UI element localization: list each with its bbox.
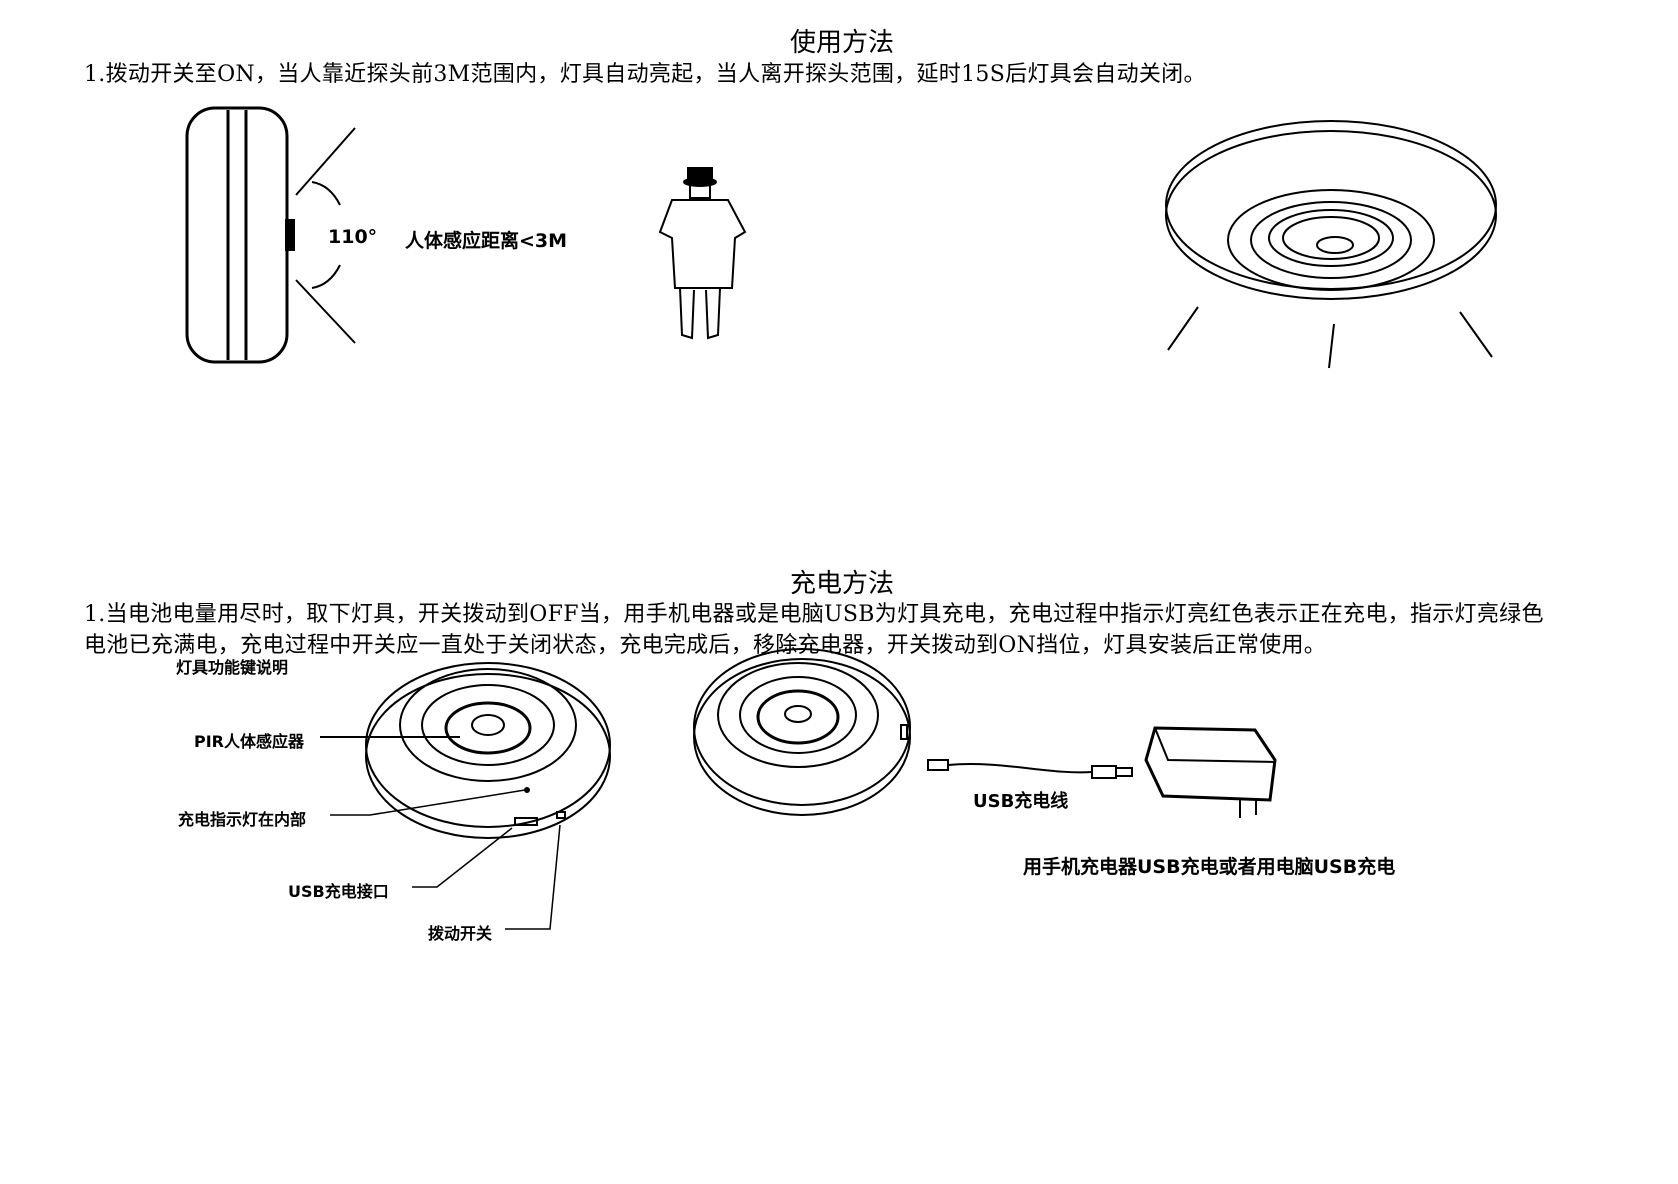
charger-note: 用手机充电器USB充电或者用电脑USB充电 <box>1023 856 1396 878</box>
lamp-side-view <box>185 106 356 364</box>
label-indicator: 充电指示灯在内部 <box>178 810 307 829</box>
angle-label: 110° <box>328 226 378 248</box>
label-switch: 拨动开关 <box>428 924 493 943</box>
usb-cable <box>927 759 1133 779</box>
diagram-title: 灯具功能键说明 <box>176 658 289 677</box>
lamp-ceiling-view <box>1165 120 1497 369</box>
label-pir: PIR人体感应器 <box>194 732 305 751</box>
usb-charger-adapter <box>1144 726 1277 818</box>
label-cable: USB充电线 <box>973 791 1069 812</box>
lamp-function-diagram <box>320 662 611 930</box>
label-usb-port: USB充电接口 <box>288 882 389 901</box>
charging-step-1-line-1: 1.当电池电量用尽时，取下灯具，开关拨动到OFF当，用手机电器或是电脑USB为灯… <box>84 602 1544 627</box>
usage-title: 使用方法 <box>790 28 895 58</box>
charging-title: 充电方法 <box>790 569 895 599</box>
range-label: 人体感应距离<3M <box>405 230 568 252</box>
person-illustration <box>658 167 747 340</box>
usage-step-1: 1.拨动开关至ON，当人靠近探头前3M范围内，灯具自动亮起，当人离开探头范围，延… <box>84 62 1206 87</box>
lamp-charging <box>693 648 911 816</box>
charging-step-1-line-2: 电池已充满电，充电过程中开关应一直处于关闭状态，充电完成后，移除充电器，开关拨动… <box>84 633 1327 658</box>
